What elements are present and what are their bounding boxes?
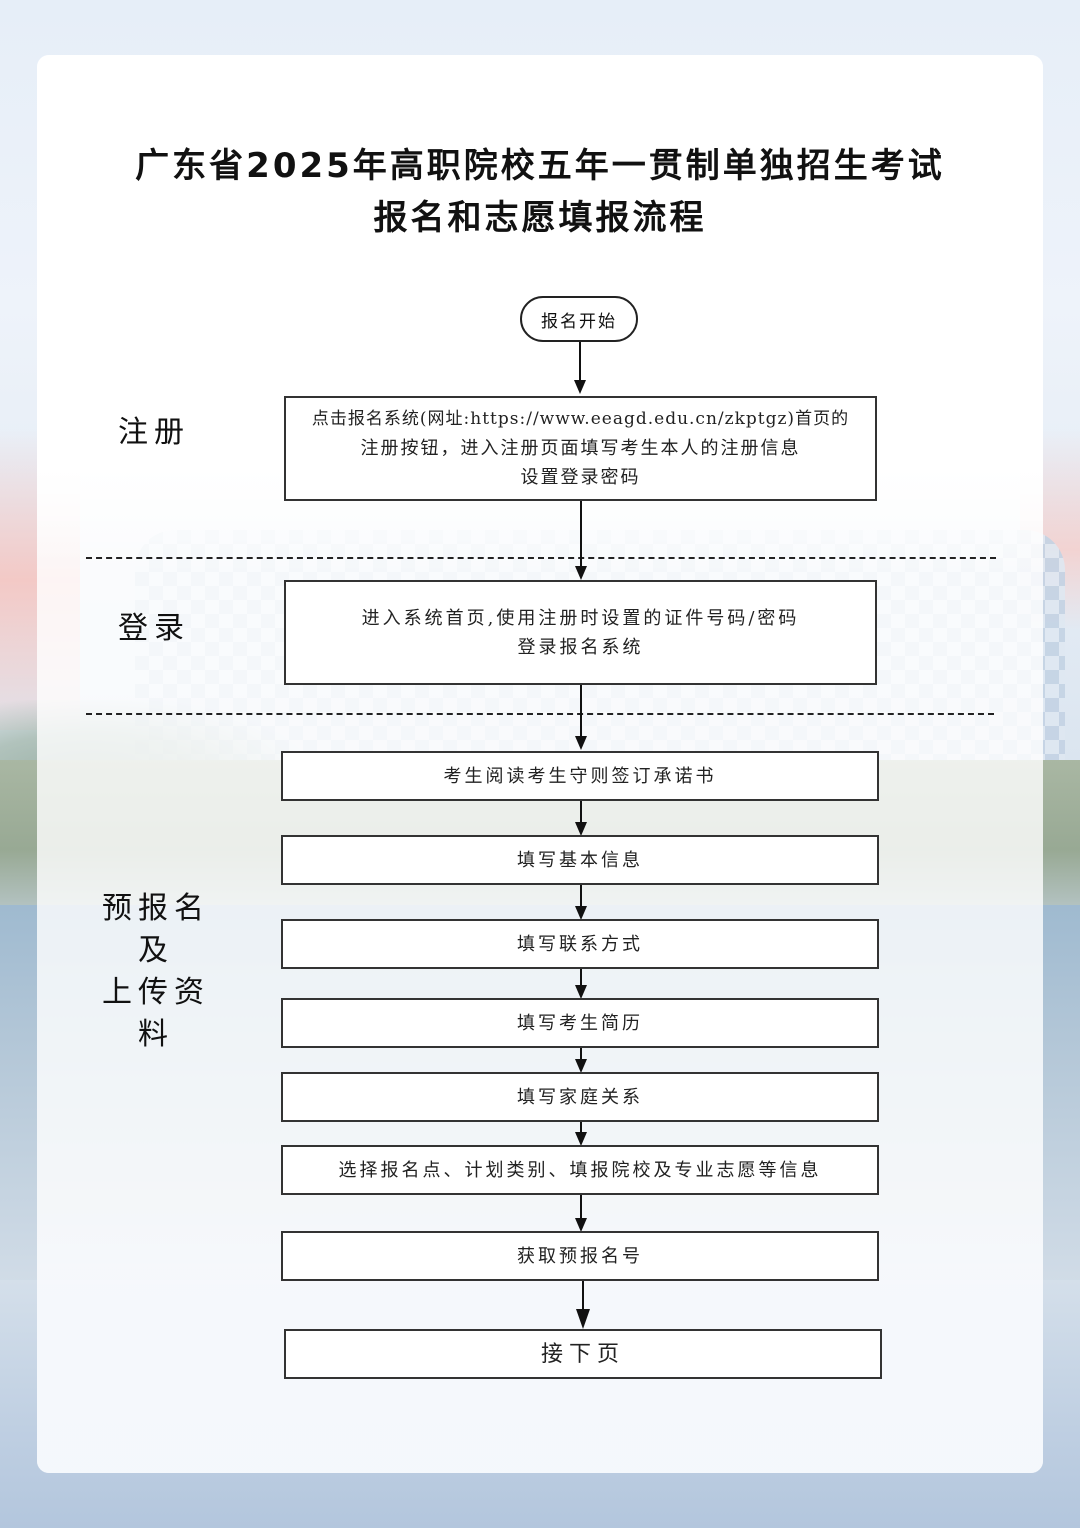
step-text: 填写考生简历 (517, 1012, 643, 1034)
arrow-down-icon (575, 822, 587, 836)
flow-step-get-number: 获取预报名号 (281, 1231, 879, 1281)
arrow-down-icon (575, 906, 587, 920)
connector-line (580, 884, 582, 908)
flow-step-basic-info: 填写基本信息 (281, 835, 879, 885)
flow-step-choices: 选择报名点、计划类别、填报院校及专业志愿等信息 (281, 1145, 879, 1195)
page-title-line2: 报名和志愿填报流程 (373, 198, 707, 238)
flow-start-label: 报名开始 (541, 311, 617, 332)
flow-step-family: 填写家庭关系 (281, 1072, 879, 1122)
arrow-down-icon (575, 1218, 587, 1232)
arrow-down-icon (574, 380, 586, 394)
section-label-prereg: 预报名 及 上传资料 (86, 888, 226, 1056)
step-text: 填写联系方式 (517, 933, 643, 955)
section-label-register: 注册 (118, 415, 190, 450)
connector-line (580, 800, 582, 824)
arrow-down-icon (575, 566, 587, 580)
step-text: 考生阅读考生守则签订承诺书 (443, 765, 717, 787)
connector-line (582, 1280, 584, 1310)
connector-line (580, 1194, 582, 1220)
arrow-down-icon (575, 736, 587, 750)
connector-line (579, 342, 581, 382)
flow-step-login: 进入系统首页,使用注册时设置的证件号码/密码 登录报名系统 (284, 580, 877, 685)
step-text: 填写基本信息 (517, 849, 643, 871)
section-divider-2 (86, 713, 994, 715)
section-divider-1 (86, 557, 996, 559)
section-label-prereg-line2: 及 (138, 933, 174, 968)
section-label-prereg-line3: 上传资料 (102, 975, 210, 1052)
arrow-down-icon (575, 1059, 587, 1073)
flow-step-sign-pledge: 考生阅读考生守则签订承诺书 (281, 751, 879, 801)
step-text: 获取预报名号 (517, 1245, 643, 1267)
flow-step-register: 点击报名系统(网址:https://www.eeagd.edu.cn/zkptg… (284, 396, 877, 501)
arrow-down-icon (575, 1132, 587, 1146)
step-text: 进入系统首页,使用注册时设置的证件号码/密码 (361, 607, 800, 629)
section-label-prereg-line1: 预报名 (102, 891, 210, 926)
flow-step-contact-info: 填写联系方式 (281, 919, 879, 969)
step-text: 填写家庭关系 (517, 1086, 643, 1108)
connector-line (580, 1047, 582, 1059)
page-title-line1: 广东省2025年高职院校五年一贯制单独招生考试 (135, 146, 945, 186)
flow-step-next-page: 接下页 (284, 1329, 882, 1379)
connector-line (580, 1121, 582, 1134)
step-text: 点击报名系统(网址:https://www.eeagd.edu.cn/zkptg… (311, 409, 850, 429)
step-text: 注册按钮，进入注册页面填写考生本人的注册信息 (360, 438, 801, 459)
step-text: 登录报名系统 (517, 636, 644, 658)
step-text: 接下页 (540, 1341, 625, 1367)
step-text: 设置登录密码 (520, 467, 641, 488)
connector-line (580, 500, 582, 568)
flow-start-node: 报名开始 (520, 296, 638, 342)
connector-line (580, 684, 582, 738)
flow-step-resume: 填写考生简历 (281, 998, 879, 1048)
arrow-down-icon (575, 985, 587, 999)
section-label-login: 登录 (118, 611, 190, 646)
arrow-down-icon (576, 1309, 590, 1329)
step-text: 选择报名点、计划类别、填报院校及专业志愿等信息 (338, 1159, 822, 1181)
connector-line (580, 968, 582, 986)
